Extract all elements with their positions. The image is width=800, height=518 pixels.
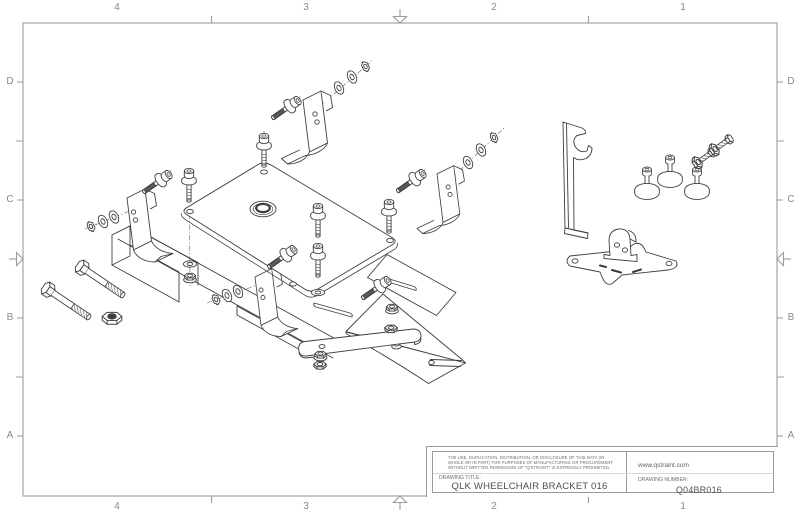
bolt-nut-pair-2 [707, 132, 735, 157]
grid-label-right-b: B [787, 312, 795, 323]
hook-bracket [562, 121, 593, 239]
disc-bolt-1 [634, 166, 660, 200]
title-block-vertical-divider [626, 452, 627, 492]
grid-label-bottom-1: 1 [680, 501, 686, 512]
legal-line-1: THE USE, DUPLICATION, DISTRIBUTION, OR D… [448, 455, 605, 460]
flange-on-deck [310, 288, 326, 297]
deck-slot [313, 302, 353, 318]
cross-base [566, 228, 678, 285]
center-arrow-bottom [392, 495, 408, 510]
diag-screw-3 [139, 167, 175, 198]
grid-label-top-4: 4 [114, 2, 120, 13]
drawing-number-label: DRAWING NUMBER: [638, 477, 689, 483]
sheet-frame [9, 9, 791, 510]
z-bracket-left [126, 188, 174, 263]
washer-nut-stack-top [331, 59, 372, 97]
hex-bolt-2 [72, 257, 129, 303]
center-arrow-right [776, 251, 791, 267]
loose-parts-group [562, 121, 736, 285]
grid-label-right-a: A [787, 430, 795, 441]
grid-label-right-d: D [787, 76, 795, 87]
nuts-under-bar [313, 351, 327, 370]
screw-top [256, 132, 272, 168]
grid-label-top-2: 2 [491, 2, 497, 13]
hex-bolt-1 [38, 279, 95, 325]
grid-label-top-1: 1 [680, 2, 686, 13]
deck-edge-rear [132, 226, 351, 348]
lower-bar [298, 328, 422, 359]
diag-screw-1 [268, 93, 304, 124]
washer-nut-stack-lower [210, 283, 246, 307]
grid-label-left-a: A [6, 430, 14, 441]
washer-nut-stack-left [85, 208, 122, 234]
grid-label-bottom-4: 4 [114, 501, 120, 512]
title-block: THE USE, DUPLICATION, DISTRIBUTION, OR D… [426, 446, 778, 497]
grid-label-bottom-3: 3 [303, 501, 309, 512]
grid-label-top-3: 3 [303, 2, 309, 13]
clevis-bracket [603, 228, 638, 262]
title-block-inner: THE USE, DUPLICATION, DISTRIBUTION, OR D… [432, 451, 774, 495]
legal-line-2: WHOLE OR IN PART) FOR PURPOSES OF MANUFA… [448, 460, 614, 465]
center-arrow-top [392, 9, 408, 24]
title-block-horizontal-divider [433, 473, 773, 474]
main-plate [180, 162, 399, 298]
website-text: www.qstraint.com [638, 462, 689, 469]
grid-label-left-d: D [6, 76, 14, 87]
legal-notice: THE USE, DUPLICATION, DISTRIBUTION, OR D… [448, 455, 623, 470]
legal-line-3: WITHOUT WRITTEN PERMISSION OF "Q'STRAINT… [448, 465, 611, 470]
drawing-title-label: DRAWING TITLE: [439, 475, 481, 481]
drawing-title: QLK WHEELCHAIR BRACKET 016 [451, 481, 608, 492]
deck-wing [367, 254, 457, 316]
disc-bolt-3 [684, 166, 710, 200]
screw-right [381, 198, 397, 234]
lock-nut [101, 311, 123, 326]
grid-label-left-c: C [6, 194, 14, 205]
disc-bolt-2 [657, 154, 683, 188]
center-arrow-left [9, 251, 24, 267]
grid-label-left-b: B [6, 312, 14, 323]
diag-screw-2 [393, 166, 429, 197]
grid-label-bottom-2: 2 [491, 501, 497, 512]
grid-label-right-c: C [787, 194, 795, 205]
washer-nut-stack-right [460, 130, 500, 171]
drawing-number: Q04BR016 [676, 485, 722, 495]
fasteners [38, 59, 500, 370]
screw-left [181, 167, 197, 203]
center-grommet [249, 200, 277, 218]
